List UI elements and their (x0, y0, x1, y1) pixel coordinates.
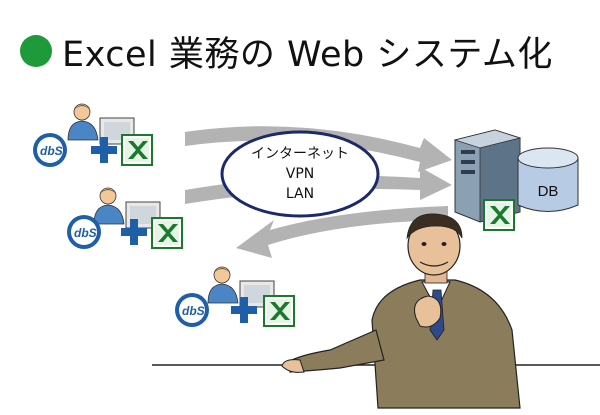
network-label-internet: インターネット (251, 146, 349, 162)
title-bullet-icon (20, 35, 52, 67)
excel-icon (121, 134, 153, 166)
server-group: DB (453, 129, 579, 231)
dbs-logo-icon (175, 293, 209, 327)
network-label-vpn: VPN (286, 166, 315, 182)
page-title: Excel 業務の Web システム化 (62, 35, 553, 75)
network-cloud: インターネット VPN LAN (220, 130, 380, 218)
client-1 (33, 103, 153, 167)
dbs-logo-icon (33, 133, 67, 167)
presenter-illustration (281, 213, 521, 409)
excel-icon (263, 295, 295, 327)
dbs-logo-icon (67, 215, 101, 249)
client-3 (175, 266, 295, 327)
network-label-lan: LAN (286, 186, 314, 202)
excel-icon (151, 217, 183, 249)
database-icon: DB (517, 147, 579, 212)
upper-arrow-icon (185, 126, 452, 172)
database-label: DB (538, 183, 559, 200)
server-excel-icon (483, 199, 515, 231)
client-2 (67, 187, 183, 249)
return-arrow-icon (236, 206, 448, 258)
user-computer-icon (93, 187, 161, 229)
